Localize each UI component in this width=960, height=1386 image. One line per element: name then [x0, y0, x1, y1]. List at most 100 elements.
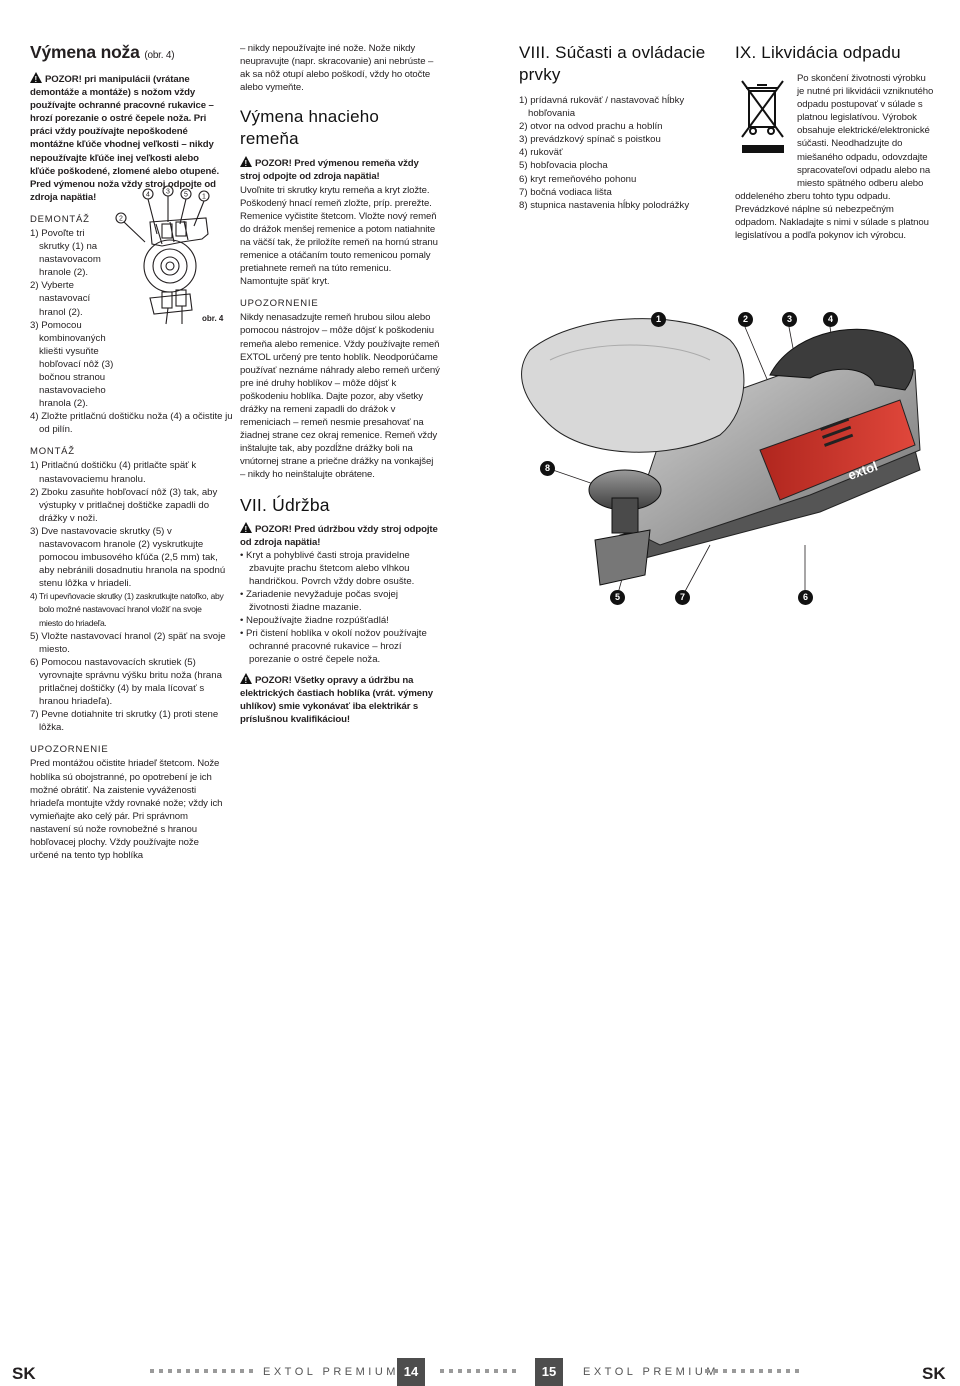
footer-dot	[494, 1369, 498, 1373]
callout-2: 2	[738, 312, 753, 327]
section-title-blade: Výmena noža (obr. 4)	[30, 42, 175, 62]
column-disposal: IX. Likvidácia odpadu Po skončení životn…	[735, 42, 935, 242]
footer-dot	[723, 1369, 727, 1373]
callout-5: 5	[184, 192, 188, 199]
montaz-step: 6) Pomocou nastavovacích skrutiek (5) vy…	[30, 656, 222, 708]
footer-dot	[240, 1369, 244, 1373]
language-label-left: SK	[12, 1364, 36, 1383]
footer-dot	[476, 1369, 480, 1373]
footer-dot	[204, 1369, 208, 1373]
footer-dot	[222, 1369, 226, 1373]
demontaz-step: 3) Pomocou kombinovaných kliešti vysuňte…	[30, 319, 114, 410]
list-item: 3) prevádzkový spínač s poistkou	[519, 134, 661, 146]
section-title-components: VIII. Súčasti a ovládacie prvky	[519, 43, 706, 84]
disposal-text-block: Po skončení životnosti výrobku je nutné …	[735, 72, 935, 242]
belt-upozornenie-heading: UPOZORNENIE	[240, 298, 319, 310]
list-item: 7) bočná vodiaca lišta	[519, 186, 612, 198]
list-item: • Kryt a pohyblivé časti stroja pravidel…	[240, 549, 415, 587]
column-belt-maintenance: – nikdy nepoužívajte iné nože. Nože nikd…	[240, 42, 440, 726]
footer-dot	[795, 1369, 799, 1373]
callout-2: 2	[119, 216, 123, 223]
callout-8: 8	[540, 461, 555, 476]
callout-3: 3	[166, 189, 170, 196]
montaz-list: 1) Pritlačnú doštičku (4) pritlačte späť…	[30, 459, 226, 734]
montaz-step: 2) Zboku zasuňte hobľovací nôž (3) tak, …	[30, 486, 218, 524]
footer-dot	[503, 1369, 507, 1373]
footer-dot	[759, 1369, 763, 1373]
belt-body: Uvoľnite tri skrutky krytu remeňa a kryt…	[240, 184, 438, 288]
footer-dot	[213, 1369, 217, 1373]
footer-dot	[714, 1369, 718, 1373]
footer-dot	[440, 1369, 444, 1373]
footer-dot	[177, 1369, 181, 1373]
callout-7: 7	[675, 590, 690, 605]
upozornenie-heading: UPOZORNENIE	[30, 744, 109, 756]
list-item: 5) hobľovacia plocha	[519, 160, 608, 172]
demontaz-step: 2) Vyberte nastavovací hranol (2).	[30, 280, 91, 318]
footer-dot	[195, 1369, 199, 1373]
upozornenie-text: Pred montážou očistite hriadeľ štetcom. …	[30, 758, 223, 862]
callout-1: 1	[202, 194, 206, 201]
list-item: 8) stupnica nastavenia hĺbky polodrážky	[519, 199, 690, 211]
maintenance-list: • Kryt a pohyblivé časti stroja pravidel…	[240, 549, 440, 667]
montaz-step: 5) Vložte nastavovací hranol (2) späť na…	[30, 630, 226, 655]
warning-icon	[240, 521, 252, 536]
page-number-left: 14	[397, 1358, 425, 1386]
column-components: VIII. Súčasti a ovládacie prvky 1) prída…	[519, 42, 719, 212]
footer-dot	[467, 1369, 471, 1373]
footer-dot	[768, 1369, 772, 1373]
callout-1: 1	[651, 312, 666, 327]
callout-4: 4	[823, 312, 838, 327]
footer-dot	[168, 1369, 172, 1373]
demontaz-step: 4) Zložte pritlačnú doštičku noža (4) a …	[30, 411, 233, 436]
footer-dot	[705, 1369, 709, 1373]
callout-6: 6	[798, 590, 813, 605]
planer-illustration: extol	[521, 318, 921, 598]
footer-dot	[186, 1369, 190, 1373]
warning-icon	[240, 672, 252, 687]
warning-maintenance: POZOR! Pred údržbou vždy stroj odpojte o…	[240, 521, 440, 549]
montaz-step: 4) Tri upevňovacie skrutky (1) zaskrutku…	[30, 591, 224, 628]
page-footer: SK SK EXTOL PREMIUM EXTOL PREMIUM 14 15	[0, 678, 960, 1386]
figure-label: obr. 4	[202, 314, 224, 323]
warning-gloves: POZOR! pri manipulácii (vrátane demontáž…	[30, 72, 226, 178]
disposal-text: Po skončení životnosti výrobku je nutné …	[735, 73, 934, 242]
callout-4: 4	[146, 192, 150, 199]
column-blade-replacement: Výmena noža (obr. 4) POZOR! pri manipulá…	[30, 42, 233, 862]
list-item: 1) prídavná rukoväť / nastavovač hĺbky h…	[519, 95, 685, 120]
footer-dot	[732, 1369, 736, 1373]
footer-dot	[449, 1369, 453, 1373]
callout-circle	[115, 212, 127, 224]
list-item: 6) kryt remeňového pohonu	[519, 173, 637, 185]
intro-text: – nikdy nepoužívajte iné nože. Nože nikd…	[240, 43, 434, 94]
footer-dot	[249, 1369, 253, 1373]
demontaz-step: 1) Povoľte tri skrutky (1) na nastavovac…	[30, 227, 101, 279]
list-item: • Pri čistení hoblíka v okolí nožov použ…	[240, 628, 427, 666]
warning-belt: POZOR! Pred výmenou remeňa vždy stroj od…	[240, 156, 440, 183]
brand-left: EXTOL PREMIUM	[263, 1366, 399, 1378]
components-list: 1) prídavná rukoväť / nastavovač hĺbky h…	[519, 94, 719, 212]
footer-dot	[159, 1369, 163, 1373]
list-item: • Nepoužívajte žiadne rozpúšťadlá!	[240, 615, 389, 627]
weee-bin-icon	[741, 80, 784, 153]
belt-upozornenie-text: Nikdy nenasadzujte remeň hrubou silou al…	[240, 312, 440, 481]
brand-right: EXTOL PREMIUM	[583, 1366, 719, 1378]
section-title-disposal: IX. Likvidácia odpadu	[735, 43, 901, 62]
section-title-maintenance: VII. Údržba	[240, 494, 330, 515]
footer-dot	[458, 1369, 462, 1373]
montaz-heading: MONTÁŽ	[30, 446, 75, 458]
montaz-step: 7) Pevne dotiahnite tri skrutky (1) prot…	[30, 709, 219, 734]
section-title-belt: Výmena hnacieho remeňa	[240, 107, 380, 149]
footer-dot	[150, 1369, 154, 1373]
montaz-step: 1) Pritlačnú doštičku (4) pritlačte späť…	[30, 460, 197, 485]
callout-5: 5	[610, 590, 625, 605]
demontaz-list-narrow: 1) Povoľte tri skrutky (1) na nastavovac…	[30, 227, 114, 410]
list-item: 4) rukoväť	[519, 147, 563, 159]
blade-assembly-figure: 4 3 5 1 2	[115, 185, 210, 325]
footer-dot	[777, 1369, 781, 1373]
language-label-right: SK	[922, 1364, 946, 1383]
footer-dot	[231, 1369, 235, 1373]
montaz-step: 3) Dve nastavovacie skrutky (5) v nastav…	[30, 525, 226, 590]
warning-icon	[240, 156, 252, 170]
demontaz-heading: DEMONTÁŽ	[30, 213, 90, 225]
